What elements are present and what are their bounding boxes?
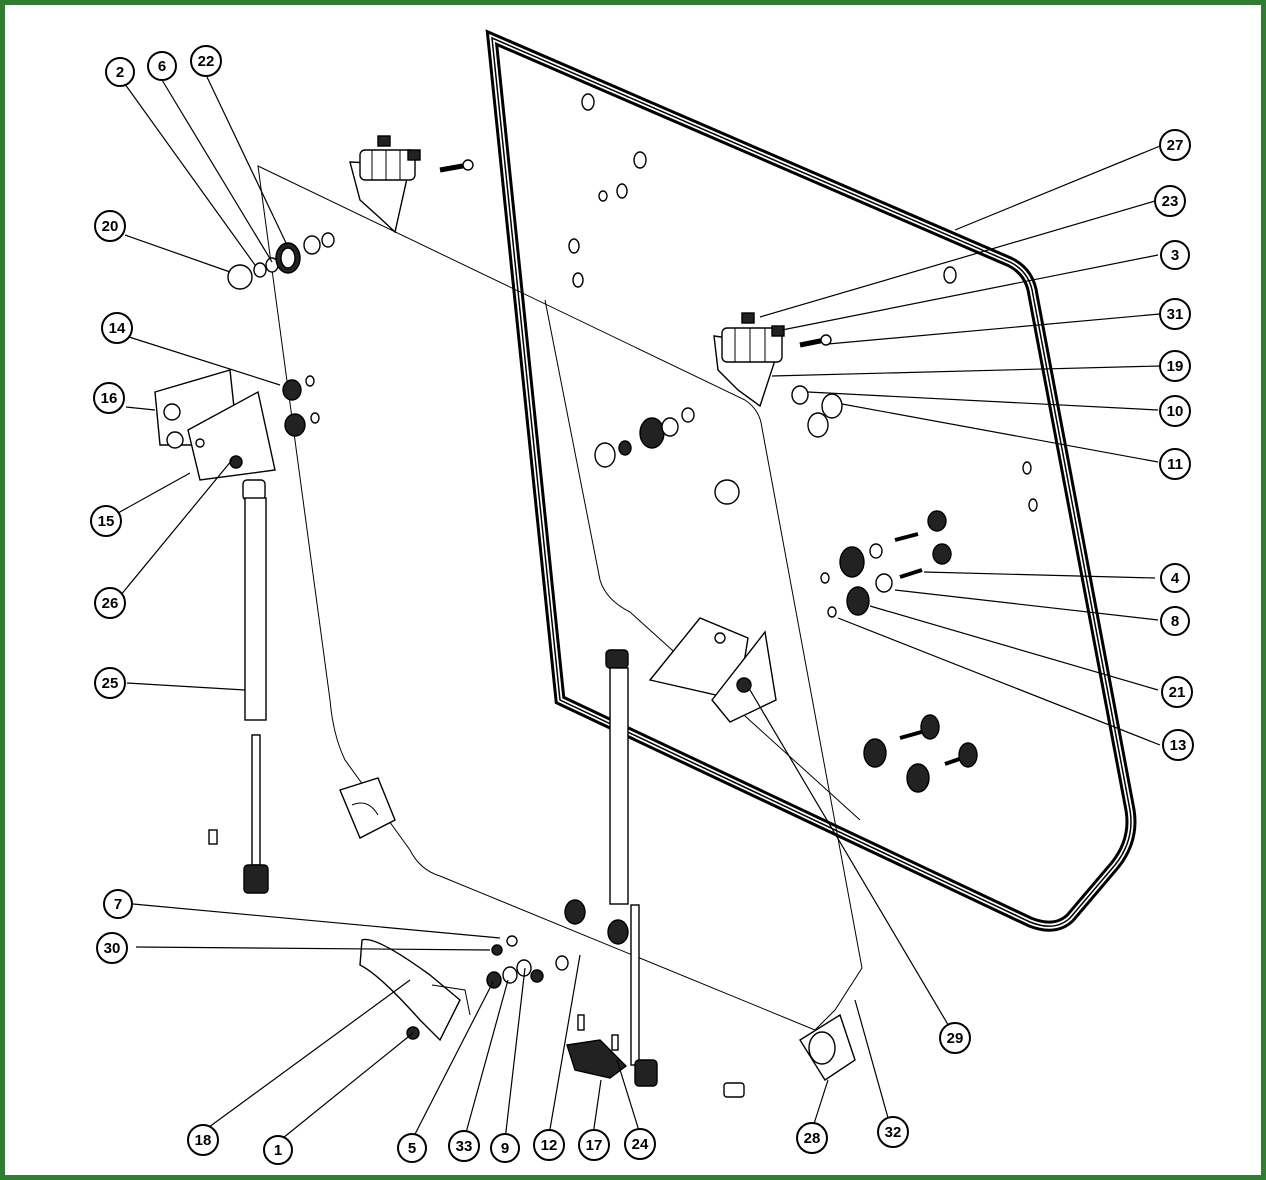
callout-28: 28 <box>796 1122 828 1154</box>
callout-label: 16 <box>101 390 118 407</box>
callout-label: 14 <box>109 320 126 337</box>
callout-label: 25 <box>102 675 119 692</box>
right-bracket <box>648 617 777 723</box>
callout-label: 8 <box>1171 613 1179 630</box>
callout-10: 10 <box>1159 395 1191 427</box>
callout-19: 19 <box>1159 350 1191 382</box>
callout-label: 19 <box>1167 358 1184 375</box>
callout-33: 33 <box>448 1130 480 1162</box>
callout-18: 18 <box>187 1124 219 1156</box>
callout-label: 1 <box>274 1142 282 1159</box>
callout-label: 11 <box>1167 456 1183 473</box>
grommet-blocks <box>339 777 856 1081</box>
callout-label: 23 <box>1162 193 1179 210</box>
callout-3: 3 <box>1160 240 1190 270</box>
callout-15: 15 <box>90 505 122 537</box>
callout-5: 5 <box>397 1133 427 1163</box>
callout-23: 23 <box>1154 185 1186 217</box>
callout-label: 9 <box>501 1140 509 1157</box>
right-gas-strut <box>605 649 745 1098</box>
left-gas-strut <box>208 479 269 894</box>
callout-label: 5 <box>408 1140 416 1157</box>
callout-2: 2 <box>105 57 135 87</box>
callout-label: 7 <box>114 896 122 913</box>
callout-1: 1 <box>263 1135 293 1165</box>
callout-7: 7 <box>103 889 133 919</box>
latch-handle <box>359 938 471 1042</box>
callout-label: 32 <box>885 1124 902 1141</box>
striker-catch <box>566 1014 628 1079</box>
callout-label: 6 <box>158 58 166 75</box>
callout-32: 32 <box>877 1116 909 1148</box>
callout-label: 2 <box>116 64 124 81</box>
callout-13: 13 <box>1162 729 1194 761</box>
callout-29: 29 <box>939 1022 971 1054</box>
callout-26: 26 <box>94 587 126 619</box>
callout-label: 29 <box>947 1030 964 1047</box>
callout-label: 33 <box>456 1138 473 1155</box>
callout-label: 18 <box>195 1132 212 1149</box>
callout-label: 15 <box>98 513 115 530</box>
upper-hinge <box>349 135 474 234</box>
callout-label: 12 <box>541 1137 558 1154</box>
callout-14: 14 <box>101 312 133 344</box>
callout-label: 17 <box>586 1137 603 1154</box>
callout-label: 27 <box>1167 137 1184 154</box>
callout-17: 17 <box>578 1129 610 1161</box>
callout-label: 20 <box>102 218 119 235</box>
callout-label: 13 <box>1170 737 1187 754</box>
callout-22: 22 <box>190 45 222 77</box>
callout-21: 21 <box>1161 676 1193 708</box>
callout-16: 16 <box>93 382 125 414</box>
callout-27: 27 <box>1159 129 1191 161</box>
callout-20: 20 <box>94 210 126 242</box>
left-bracket <box>154 369 276 481</box>
callout-12: 12 <box>533 1129 565 1161</box>
callout-8: 8 <box>1160 606 1190 636</box>
callout-label: 28 <box>804 1130 821 1147</box>
leader-lines <box>117 76 1161 1143</box>
callout-11: 11 <box>1159 448 1191 480</box>
callout-label: 30 <box>104 940 121 957</box>
callout-label: 31 <box>1167 306 1184 323</box>
callout-label: 3 <box>1171 247 1179 264</box>
lower-hinge <box>713 312 832 408</box>
door-panel <box>257 165 863 1031</box>
callout-24: 24 <box>624 1128 656 1160</box>
hardware <box>227 232 978 989</box>
callout-4: 4 <box>1160 563 1190 593</box>
callout-label: 24 <box>632 1136 649 1153</box>
callout-label: 26 <box>102 595 119 612</box>
callout-label: 10 <box>1167 403 1184 420</box>
callout-30: 30 <box>96 932 128 964</box>
callout-31: 31 <box>1159 298 1191 330</box>
callout-label: 21 <box>1169 684 1186 701</box>
callout-6: 6 <box>147 51 177 81</box>
exploded-parts-diagram: 1 2 3 4 5 6 7 8 9 10 11 12 13 14 15 16 1… <box>90 29 1194 1165</box>
callout-9: 9 <box>490 1133 520 1163</box>
callout-label: 4 <box>1171 570 1180 587</box>
callout-label: 22 <box>198 53 215 70</box>
callout-25: 25 <box>94 667 126 699</box>
door-seal-frame <box>485 29 1137 932</box>
